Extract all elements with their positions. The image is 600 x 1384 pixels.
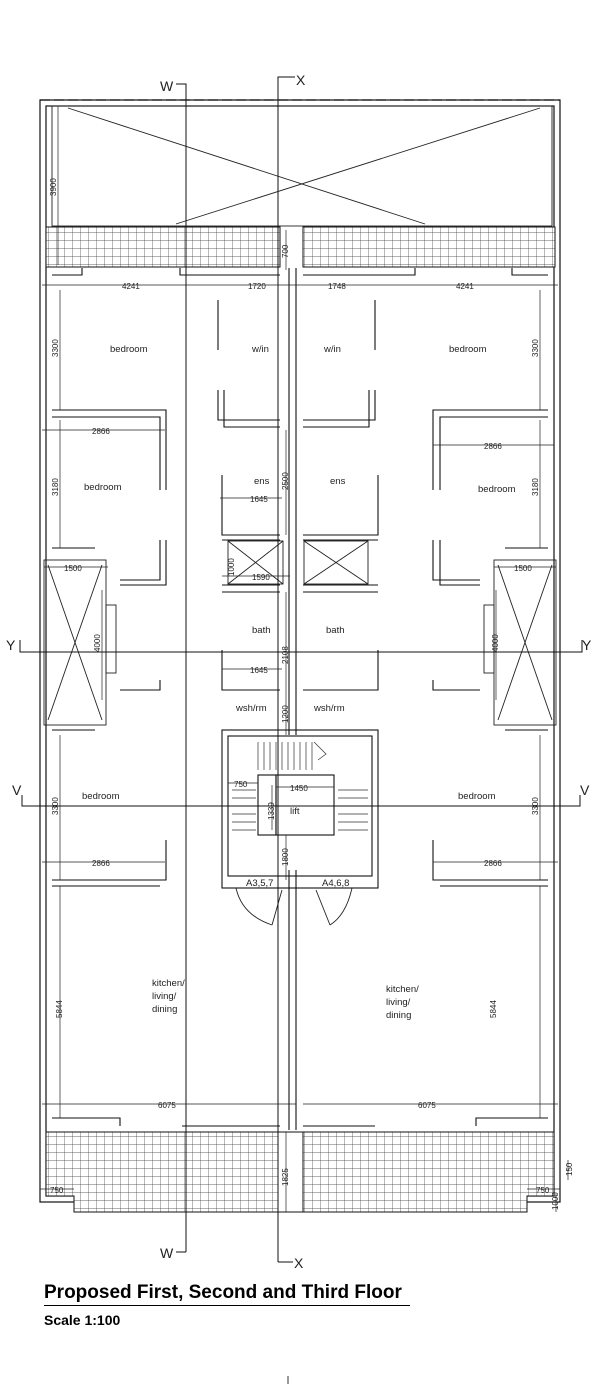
room-label-bedroom-1-right: bedroom xyxy=(449,344,487,355)
dim-1720: 1720 xyxy=(248,282,266,291)
dim-6075-right: 6075 xyxy=(418,1101,436,1110)
front-void xyxy=(51,105,553,227)
dim-1800: 1800 xyxy=(281,848,290,866)
dim-6075-left: 6075 xyxy=(158,1101,176,1110)
dim-2108: 2108 xyxy=(281,646,290,664)
apartment-label-right: A4,6,8 xyxy=(322,878,349,889)
room-label-kitchen-right-2: living/ xyxy=(386,997,411,1008)
drawing-title: Proposed First, Second and Third Floor xyxy=(44,1282,410,1306)
drawing-scale: Scale 1:100 xyxy=(44,1312,121,1328)
section-marker-x-bottom: X xyxy=(294,1255,304,1271)
room-label-lift: lift xyxy=(290,806,300,817)
section-marker-y-left: Y xyxy=(6,637,16,653)
dim-4000-right: 4000 xyxy=(491,634,500,652)
dim-1500-left: 1500 xyxy=(64,564,82,573)
room-label-ensuite-right: ens xyxy=(330,476,346,487)
dim-3900: 3900 xyxy=(49,178,58,196)
dim-3180-left: 3180 xyxy=(51,478,60,496)
section-lines xyxy=(19,76,583,1263)
dim-5844-left: 5844 xyxy=(55,1000,64,1018)
dim-1339: 1339 xyxy=(267,802,276,820)
room-label-kitchen-left-3: dining xyxy=(152,1004,177,1015)
dim-750-left: 750 xyxy=(50,1186,64,1195)
room-label-washroom-right: wsh/rm xyxy=(313,703,345,714)
dim-1645-top: 1645 xyxy=(250,495,268,504)
room-label-kitchen-right-3: dining xyxy=(386,1010,411,1021)
room-label-bath-left: bath xyxy=(252,625,271,636)
dim-3300-right-2: 3300 xyxy=(531,797,540,815)
dim-3180-right: 3180 xyxy=(531,478,540,496)
dim-1200: 1200 xyxy=(281,705,290,723)
service-shafts xyxy=(43,540,557,726)
section-marker-v-right: V xyxy=(580,782,590,798)
dim-3300-left-2: 3300 xyxy=(51,797,60,815)
interior-walls xyxy=(52,268,548,1130)
dimension-lines xyxy=(40,106,569,1212)
dim-2866-right-2: 2866 xyxy=(484,859,502,868)
stair-treads xyxy=(232,741,368,831)
dimension-labels: 3900 700 4241 1720 1748 4241 3300 3300 2… xyxy=(49,178,574,1210)
dim-1500-right: 1500 xyxy=(514,564,532,573)
dim-750-stair: 750 xyxy=(234,780,248,789)
room-label-walkin-right: w/in xyxy=(323,344,341,355)
room-labels: bedroom w/in w/in bedroom bedroom ens en… xyxy=(82,344,516,1021)
section-marker-w-top: W xyxy=(160,78,174,94)
dim-4241-left: 4241 xyxy=(122,282,140,291)
dim-2866-right-1: 2866 xyxy=(484,442,502,451)
section-marker-v-left: V xyxy=(12,782,22,798)
dim-1450: 1450 xyxy=(290,784,308,793)
room-label-kitchen-left-2: living/ xyxy=(152,991,177,1002)
dim-5844-right: 5844 xyxy=(489,1000,498,1018)
dim-1000-rear: 1000 xyxy=(551,1192,560,1210)
room-label-washroom-left: wsh/rm xyxy=(235,703,267,714)
dim-2500: 2500 xyxy=(281,472,290,490)
room-label-bedroom-2-right: bedroom xyxy=(478,484,516,495)
room-label-bedroom-1-left: bedroom xyxy=(110,344,148,355)
dim-700: 700 xyxy=(281,244,290,258)
dim-3300-right-1: 3300 xyxy=(531,339,540,357)
room-label-bedroom-3-left: bedroom xyxy=(82,791,120,802)
dim-1825: 1825 xyxy=(281,1168,290,1186)
room-label-bedroom-3-right: bedroom xyxy=(458,791,496,802)
dim-1590: 1590 xyxy=(252,573,270,582)
section-marker-y-right: Y xyxy=(582,637,592,653)
dim-1645-bottom: 1645 xyxy=(250,666,268,675)
room-label-ensuite-left: ens xyxy=(254,476,270,487)
section-marker-w-bottom: W xyxy=(160,1245,174,1261)
front-balcony xyxy=(45,226,556,268)
room-label-walkin-left: w/in xyxy=(251,344,269,355)
rear-balcony xyxy=(45,1131,555,1213)
dim-3300-left-1: 3300 xyxy=(51,339,60,357)
dim-150: 150 xyxy=(565,1162,574,1176)
dim-4241-right: 4241 xyxy=(456,282,474,291)
dim-1748: 1748 xyxy=(328,282,346,291)
entrance-doors xyxy=(235,887,353,926)
room-label-kitchen-left-1: kitchen/ xyxy=(152,978,185,989)
dim-750-right: 750 xyxy=(536,1186,550,1195)
room-label-kitchen-right-1: kitchen/ xyxy=(386,984,419,995)
dim-1000: 1000 xyxy=(227,558,236,576)
room-label-bedroom-2-left: bedroom xyxy=(84,482,122,493)
dim-2866-left-2: 2866 xyxy=(92,859,110,868)
section-marker-x-top: X xyxy=(296,72,306,88)
dim-4000-left: 4000 xyxy=(93,634,102,652)
dim-2866-left-1: 2866 xyxy=(92,427,110,436)
apartment-label-left: A3,5,7 xyxy=(246,878,273,889)
room-label-bath-right: bath xyxy=(326,625,345,636)
